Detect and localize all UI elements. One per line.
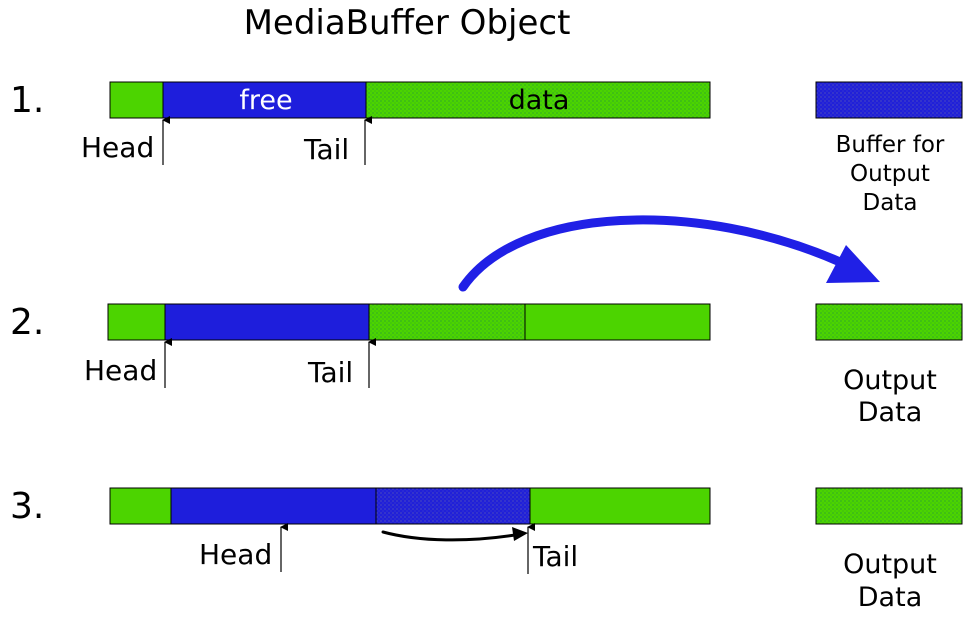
diagram-title: MediaBuffer Object [244,3,571,43]
step-3-number: 3. [10,486,44,527]
step-1-buffer: free data [109,81,711,119]
step-3-tail-pointer: Tail [527,523,578,574]
step-1-head-pointer: Head [81,116,170,165]
step-3-tail-label: Tail [532,540,578,573]
transfer-arrowhead-icon [826,245,880,283]
step-1-number: 1. [10,80,44,121]
step-2: 2. Head Tail Output Data [10,302,963,428]
transfer-arrow [458,215,880,292]
step-2-data-segment-right [524,303,711,341]
step-3: 3. Head Tail Output Data [10,486,963,613]
step-1-head-label: Head [81,131,154,164]
step-3-free-segment [170,487,377,525]
step-2-tail-label: Tail [307,356,353,389]
step-1-output-label-line-1: Buffer for [836,132,945,158]
tail-move-curve [381,530,517,542]
step-3-head-pointer: Head [199,523,288,572]
step-2-head-label: Head [84,354,157,387]
step-3-buffer [109,487,711,525]
step-3-head-label: Head [199,538,272,571]
step-1-output-box [815,81,963,119]
step-2-number: 2. [10,302,44,343]
step-3-output-box [815,487,963,525]
step-2-head-pointer: Head [84,338,172,388]
step-1-tail-pointer: Tail [303,116,372,166]
step-3-data-segment-left [109,487,172,525]
step-1-free-segment [162,81,367,119]
step-2-output-buffer: Output Data [815,303,963,428]
step-3-output-label-line-2: Data [858,582,922,613]
step-3-tail-move-arrow [381,527,528,542]
step-3-output-buffer: Output Data [815,487,963,613]
step-2-output-label-line-2: Data [858,397,922,428]
step-2-buffer [107,303,711,341]
step-1-data-segment-right [365,81,711,119]
step-1-output-label-line-3: Data [863,190,918,216]
step-1-data-label: data [509,85,570,116]
step-2-free-segment [164,303,370,341]
step-3-data-segment-right [529,487,711,525]
step-1-output-label-line-2: Output [850,161,930,187]
tail-move-arrowhead-icon [512,527,528,541]
step-1-output-buffer: Buffer for Output Data [815,81,963,216]
step-3-output-label-line-1: Output [843,549,937,580]
step-2-data-segment-left [107,303,166,341]
step-1-tail-label: Tail [303,133,349,166]
step-1-free-label: free [239,85,292,116]
step-2-copied-segment [368,303,526,341]
transfer-arrow-curve [458,215,845,292]
step-2-output-box [815,303,963,341]
step-2-output-label-line-1: Output [843,365,937,396]
step-1: 1. free data Head Tail Buffer for Output… [10,80,963,216]
step-3-freed-segment [375,487,531,525]
step-1-data-segment-left [109,81,164,119]
step-2-tail-pointer: Tail [307,338,376,389]
